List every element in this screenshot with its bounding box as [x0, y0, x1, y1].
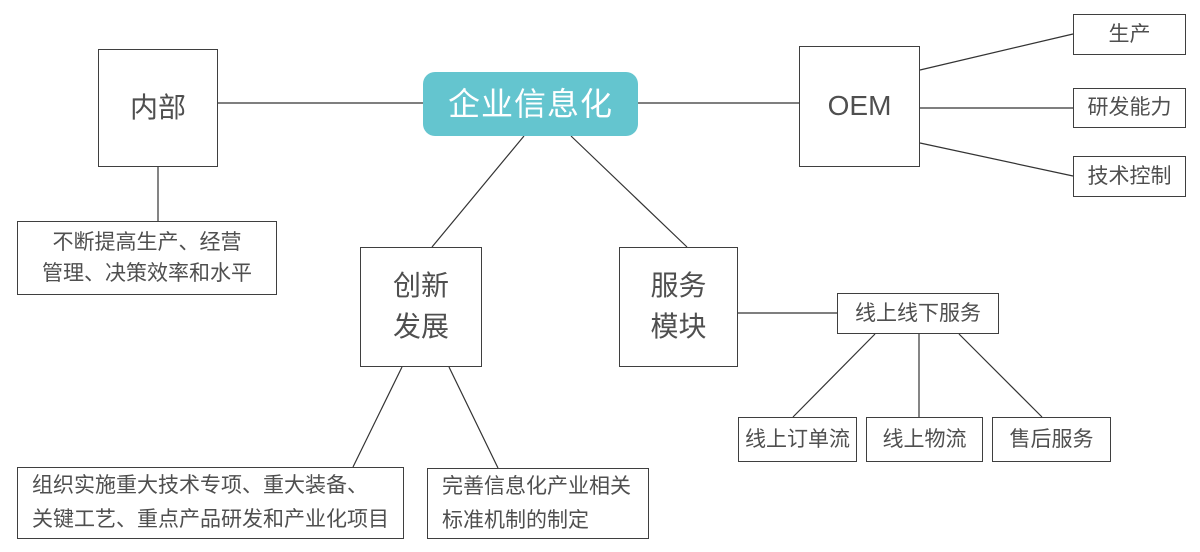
node-label: 研发能力	[1087, 96, 1172, 120]
node-label: 线上线下服务	[855, 301, 981, 325]
node-service-module: 服务 模块	[619, 247, 738, 367]
node-label: 生产	[1108, 22, 1151, 46]
node-rd-capability: 研发能力	[1073, 88, 1186, 128]
node-label: 内部	[129, 91, 186, 123]
root-node-enterprise-informatization: 企业信息化	[423, 72, 638, 136]
node-online-offline-service: 线上线下服务	[837, 293, 999, 334]
node-label: 线上物流	[882, 427, 967, 451]
node-innovation-development: 创新 发展	[360, 247, 482, 367]
edge-root-innovation	[431, 135, 525, 248]
node-label: OEM	[827, 90, 892, 122]
node-major-projects: 组织实施重大技术专项、重大装备、 关键工艺、重点产品研发和产业化项目	[17, 467, 404, 539]
node-label-line: 关键工艺、重点产品研发和产业化项目	[32, 508, 389, 531]
edge-oem-tech	[919, 142, 1074, 177]
edge-innovation-standards	[448, 366, 499, 469]
node-label-line: 完善信息化产业相关	[442, 474, 631, 498]
node-label: 线上订单流	[745, 427, 850, 451]
edge-innovation-projects	[352, 366, 403, 468]
node-label-line: 标准机制的制定	[442, 508, 589, 532]
node-standards: 完善信息化产业相关 标准机制的制定	[427, 468, 649, 539]
node-label: 售后服务	[1009, 427, 1094, 451]
node-internal: 内部	[98, 49, 218, 167]
node-online-logistics: 线上物流	[866, 417, 983, 462]
node-oem: OEM	[799, 46, 920, 167]
node-label-line: 模块	[650, 311, 707, 342]
node-label-line: 管理、决策效率和水平	[42, 262, 252, 285]
node-tech-control: 技术控制	[1073, 156, 1186, 197]
node-label: 技术控制	[1087, 164, 1172, 188]
node-label-line: 发展	[392, 311, 449, 342]
edge-root-service	[570, 135, 688, 248]
node-label-line: 组织实施重大技术专项、重大装备、	[32, 474, 368, 498]
node-production: 生产	[1073, 14, 1186, 55]
node-after-sales-service: 售后服务	[992, 417, 1111, 462]
edge-onlineoffline-orderflow	[792, 333, 876, 418]
edge-oem-production	[919, 33, 1074, 71]
edge-onlineoffline-aftersales	[958, 333, 1043, 418]
node-internal-detail: 不断提高生产、经营 管理、决策效率和水平	[17, 221, 277, 295]
node-label-line: 不断提高生产、经营	[52, 230, 242, 254]
root-node-label: 企业信息化	[447, 85, 613, 122]
node-label-line: 服务	[650, 270, 707, 302]
node-online-order-flow: 线上订单流	[738, 417, 857, 462]
node-label-line: 创新	[392, 270, 449, 302]
